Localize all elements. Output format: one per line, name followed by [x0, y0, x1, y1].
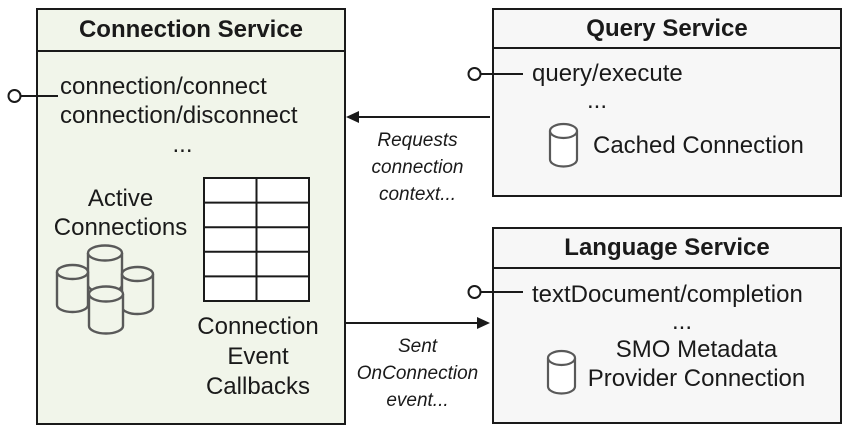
smo-line: Provider Connection [587, 365, 806, 392]
language-service-box: Language Service textDocument/completion… [492, 227, 842, 424]
arrow-label-line: event... [386, 390, 449, 411]
methods-ellipsis: ... [172, 131, 193, 158]
methods-ellipsis: ... [586, 87, 607, 114]
cached-connection-label: Cached Connection [593, 132, 804, 159]
arrowhead-right-icon [477, 317, 490, 329]
callback-table-icon [203, 177, 310, 302]
method-label: query/execute [532, 60, 683, 87]
method-label: connection/connect [60, 73, 267, 100]
sent-onconnection-event-label: Sent OnConnection event... [340, 333, 495, 414]
database-icon [548, 122, 579, 168]
language-service-methods: textDocument/completion ... [532, 281, 832, 335]
arrowhead-left-icon [346, 111, 359, 123]
connection-service-methods: connection/connect connection/disconnect… [60, 72, 305, 159]
smo-metadata-provider-label: SMO Metadata Provider Connection [569, 335, 824, 393]
connection-service-box: Connection Service connection/connect co… [36, 8, 346, 425]
methods-ellipsis: ... [671, 308, 692, 335]
method-label: connection/disconnect [60, 102, 298, 129]
active-connections-line: Active [87, 185, 154, 212]
query-service-title: Query Service [494, 10, 840, 49]
active-connections-line: Connections [53, 214, 188, 241]
method-label: textDocument/completion [532, 281, 803, 308]
query-service-box: Query Service query/execute ... Cached C… [492, 8, 842, 197]
language-service-title: Language Service [494, 229, 840, 269]
arrow-label-line: OnConnection [356, 363, 479, 384]
connection-event-callbacks-label: Connection Event Callbacks [178, 312, 338, 402]
connection-service-title: Connection Service [38, 10, 344, 52]
callbacks-line: Callbacks [205, 373, 311, 400]
arrow-label-line: context... [378, 184, 457, 205]
active-connections-label: Active Connections [38, 184, 203, 242]
query-service-methods: query/execute ... [532, 60, 683, 114]
requests-connection-context-label: Requests connection context... [350, 127, 485, 208]
database-icon [546, 349, 577, 395]
smo-line: SMO Metadata [615, 336, 778, 363]
arrow-label-line: Sent [397, 336, 438, 357]
requests-connection-arrow [346, 111, 490, 123]
arrow-label-line: Requests [377, 130, 458, 151]
sent-onconnection-arrow [346, 317, 490, 329]
callbacks-line: Event [227, 343, 289, 370]
callbacks-line: Connection [197, 313, 319, 340]
database-cluster-icon [55, 244, 155, 335]
cached-connection-row: Cached Connection [548, 122, 804, 169]
arrow-label-line: connection [371, 157, 464, 178]
